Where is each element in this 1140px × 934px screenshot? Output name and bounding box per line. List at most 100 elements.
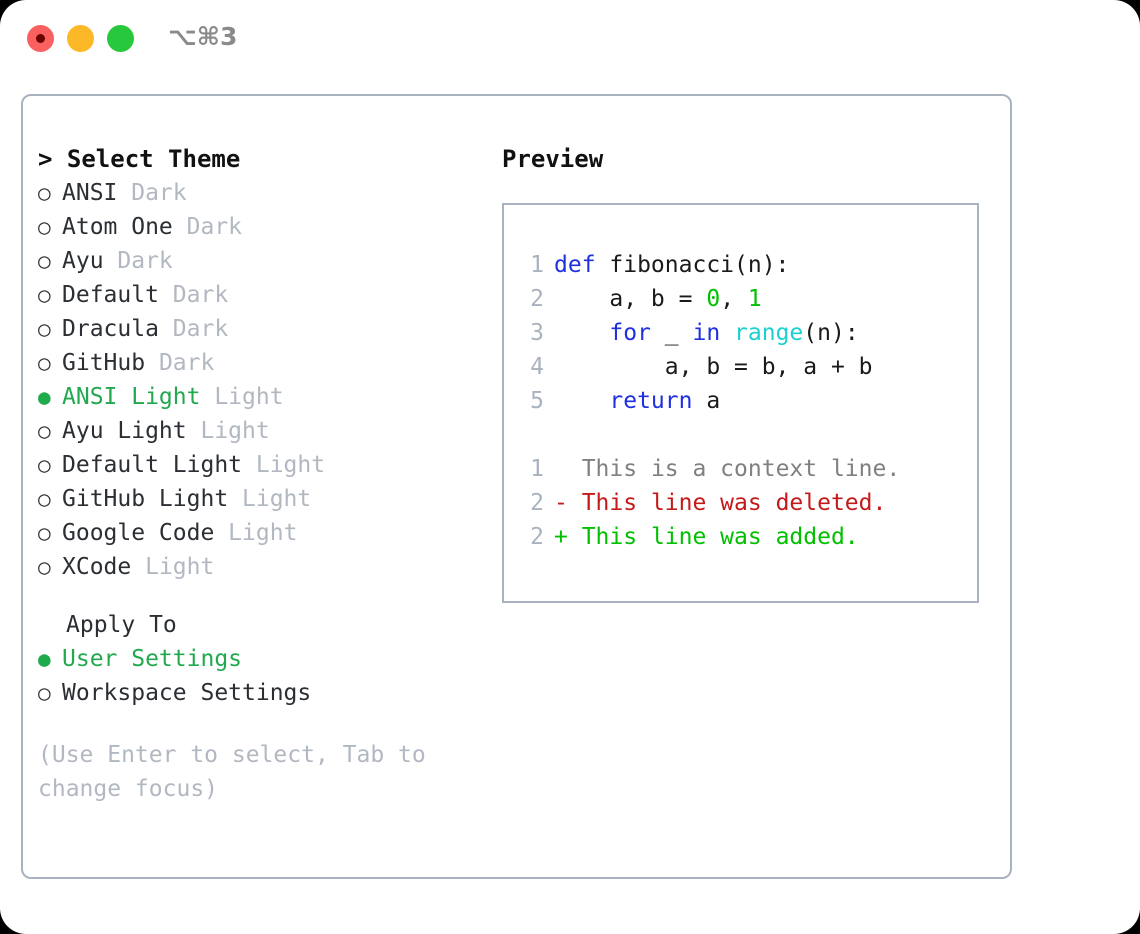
- line-number: 3: [530, 320, 544, 346]
- theme-variant-label: Dark: [172, 214, 243, 240]
- traffic-light-group: [27, 25, 134, 52]
- theme-variant-label: Dark: [158, 282, 229, 308]
- apply-to-option[interactable]: ●User Settings: [38, 642, 478, 676]
- radio-unselected-icon[interactable]: ○: [38, 317, 51, 341]
- theme-name-label: Ayu Light: [62, 418, 187, 444]
- theme-name-label: Atom One: [62, 214, 173, 240]
- diff-marker: +: [554, 524, 568, 550]
- prompt-caret: >: [38, 145, 53, 173]
- theme-list-item[interactable]: ○ Default Dark: [38, 278, 478, 312]
- theme-list-item[interactable]: ○ Ayu Light Light: [38, 414, 478, 448]
- line-number: 2: [530, 286, 544, 312]
- theme-list-item[interactable]: ○Dracula Dark: [38, 312, 478, 346]
- diff-line-number: 2: [530, 490, 544, 516]
- apply-to-option-label: Workspace Settings: [62, 680, 312, 706]
- code-line: 4 a, b = b, a + b: [518, 350, 900, 384]
- theme-name-label: Google Code: [62, 520, 215, 546]
- diff-line-number: 2: [530, 524, 544, 550]
- code-token: 1: [747, 286, 762, 312]
- theme-list-item[interactable]: ○ANSI Dark: [38, 176, 478, 210]
- diff-text: This line was added.: [567, 524, 859, 550]
- minimize-window-icon[interactable]: [67, 25, 94, 52]
- diff-text: This line was deleted.: [567, 490, 887, 516]
- code-blank-line: [518, 418, 900, 452]
- theme-picker-title: > Select Theme: [38, 142, 478, 176]
- radio-unselected-icon[interactable]: ○: [38, 283, 51, 307]
- code-token: 0: [706, 286, 721, 312]
- line-number: 4: [530, 354, 544, 380]
- radio-unselected-icon[interactable]: ○: [38, 681, 51, 705]
- code-line: 2 a, b = 0, 1: [518, 282, 900, 316]
- theme-name-label: GitHub Light: [62, 486, 229, 512]
- theme-name-label: ANSI Light: [62, 384, 201, 410]
- code-token: in: [692, 320, 721, 346]
- theme-name-label: Default Light: [62, 452, 243, 478]
- code-token: [720, 320, 734, 346]
- terminal-frame: > Select Theme ○ANSI Dark○Atom One Dark○…: [21, 94, 1012, 879]
- theme-name-label: Default: [62, 282, 159, 308]
- apply-to-list: ●User Settings ○ Workspace Settings: [38, 642, 478, 710]
- theme-list: ○ANSI Dark○Atom One Dark○Ayu Dark○Defaul…: [38, 176, 478, 584]
- radio-unselected-icon[interactable]: ○: [38, 351, 51, 375]
- theme-list-item[interactable]: ● ANSI Light Light: [38, 380, 478, 414]
- apply-to-option[interactable]: ○ Workspace Settings: [38, 676, 478, 710]
- help-hint-text: (Use Enter to select, Tab to change focu…: [38, 742, 426, 802]
- theme-variant-label: Light: [186, 418, 270, 444]
- code-token: a: [692, 388, 721, 414]
- code-token: _: [650, 320, 693, 346]
- theme-list-item[interactable]: ○ Default Light Light: [38, 448, 478, 482]
- theme-variant-label: Light: [131, 554, 215, 580]
- theme-name-label: XCode: [62, 554, 132, 580]
- theme-name-label: GitHub: [62, 350, 146, 376]
- apply-to-title: Apply To: [66, 612, 177, 638]
- radio-unselected-icon[interactable]: ○: [38, 249, 51, 273]
- diff-text: This is a context line.: [567, 456, 901, 482]
- theme-list-item[interactable]: ○GitHub Dark: [38, 346, 478, 380]
- radio-selected-icon[interactable]: ●: [38, 647, 51, 671]
- code-token: fibonacci(n):: [609, 252, 790, 278]
- theme-list-item[interactable]: ○Google Code Light: [38, 516, 478, 550]
- apply-to-group: Apply To ●User Settings ○ Workspace Settin…: [38, 608, 478, 710]
- theme-name-label: ANSI: [62, 180, 118, 206]
- radio-selected-icon[interactable]: ●: [38, 385, 51, 409]
- radio-unselected-icon[interactable]: ○: [38, 215, 51, 239]
- diff-marker: -: [554, 490, 568, 516]
- theme-list-item[interactable]: ○ Atom One Dark: [38, 210, 478, 244]
- preview-title: Preview: [502, 145, 604, 173]
- theme-variant-label: Light: [228, 486, 312, 512]
- diff-line: 2 + This line was added.: [518, 520, 900, 554]
- theme-list-item[interactable]: ○Ayu Dark: [38, 244, 478, 278]
- radio-unselected-icon[interactable]: ○: [38, 181, 51, 205]
- radio-unselected-icon[interactable]: ○: [38, 555, 51, 579]
- maximize-window-icon[interactable]: [107, 25, 134, 52]
- keyboard-shortcut-label: ⌥⌘3: [168, 22, 238, 51]
- code-token: def: [554, 252, 610, 278]
- code-token: a, b = b, a + b: [554, 354, 873, 380]
- radio-unselected-icon[interactable]: ○: [38, 453, 51, 477]
- theme-list-item[interactable]: ○ XCode Light: [38, 550, 478, 584]
- code-token: for: [609, 320, 651, 346]
- code-token: range: [734, 320, 804, 346]
- close-window-icon[interactable]: [27, 25, 54, 52]
- code-token: (n):: [803, 320, 859, 346]
- line-number: 5: [530, 388, 544, 414]
- theme-name-label: Dracula: [62, 316, 159, 342]
- diff-line: 1 This is a context line.: [518, 452, 900, 486]
- code-line: 3 for _ in range(n):: [518, 316, 900, 350]
- radio-unselected-icon[interactable]: ○: [38, 521, 51, 545]
- diff-line-number: 1: [530, 456, 544, 482]
- page-title: Select Theme: [66, 145, 241, 173]
- code-token: a, b =: [554, 286, 707, 312]
- theme-variant-label: Light: [200, 384, 284, 410]
- theme-list-item[interactable]: ○ GitHub Light Light: [38, 482, 478, 516]
- diff-marker: [554, 456, 568, 482]
- radio-unselected-icon[interactable]: ○: [38, 487, 51, 511]
- radio-unselected-icon[interactable]: ○: [38, 419, 51, 443]
- code-token: ,: [720, 286, 748, 312]
- theme-variant-label: Light: [242, 452, 326, 478]
